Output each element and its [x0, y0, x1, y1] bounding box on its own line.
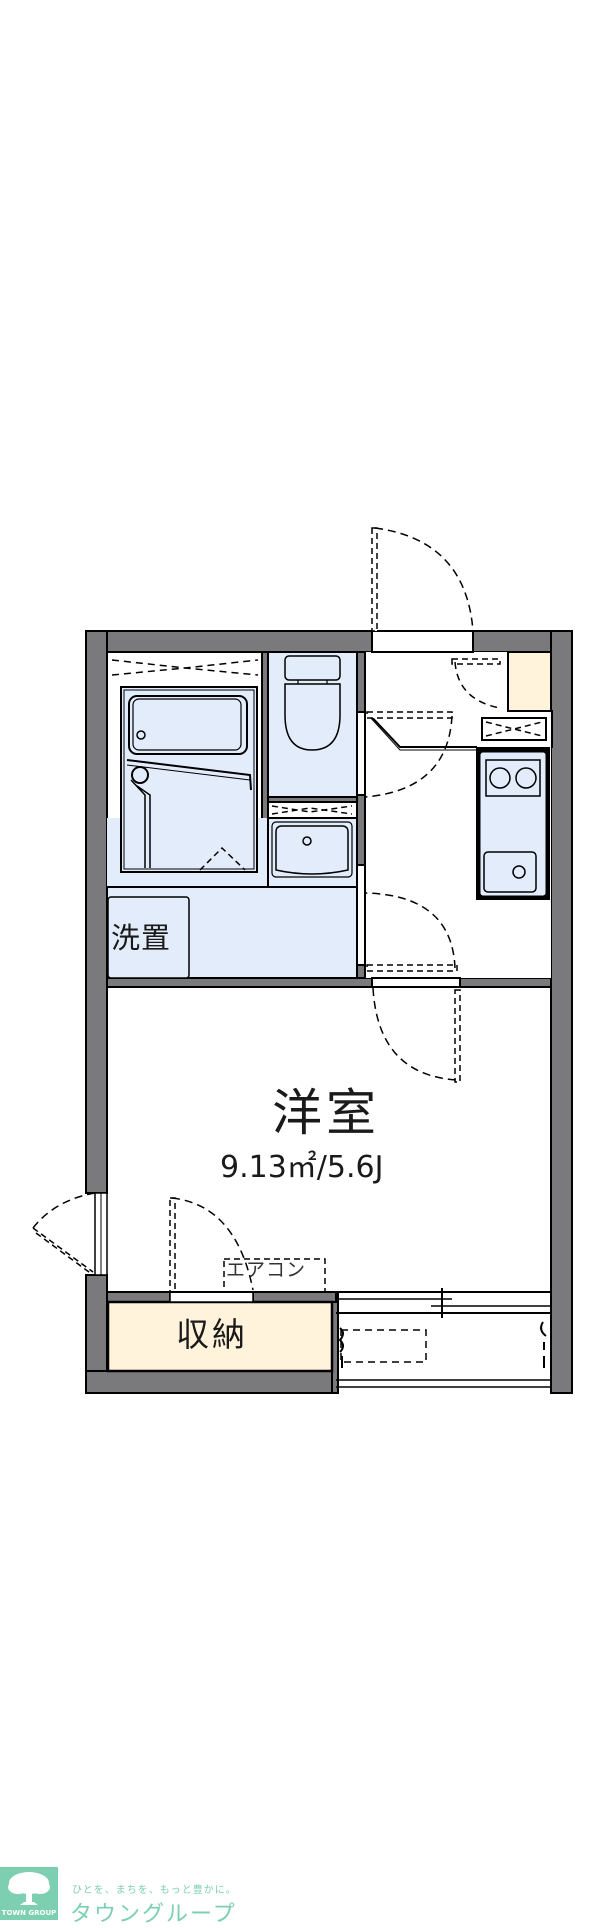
room-door[interactable]: [454, 989, 461, 1083]
shoe-closet: [507, 651, 552, 712]
main-room-size: 9.13㎡/5.6J: [220, 1150, 384, 1185]
company-logo: TOWN GROUP ひとを、まちを、もっと豊かに。 タウングループ: [0, 1867, 300, 1927]
stove: [485, 759, 541, 797]
main-room-label: 洋室: [272, 1084, 380, 1142]
storage-door[interactable]: [169, 1197, 176, 1293]
fridge-space: [481, 717, 547, 741]
kitchen-sink: [483, 851, 537, 893]
tree-logo-mark: TOWN GROUP: [0, 1867, 58, 1920]
logo-company-name: タウングループ: [70, 1902, 237, 1927]
air-conditioner-label: エアコン: [226, 1259, 307, 1281]
logo-mark-text: TOWN GROUP: [1, 1909, 57, 1917]
tree-icon: [8, 1872, 50, 1905]
entrance-door[interactable]: [371, 527, 378, 632]
ac-outdoor-unit: [340, 1329, 427, 1363]
storage-label: 収納: [176, 1315, 248, 1354]
burner-right: [515, 767, 537, 789]
air-conditioner: [223, 1258, 326, 1293]
burner-left: [489, 767, 511, 789]
balcony-window[interactable]: [336, 1288, 551, 1388]
logo-tagline: ひとを、まちを、もっと豊かに。: [72, 1885, 237, 1896]
washer-space: [107, 896, 190, 979]
washer-space-label: 洗置: [111, 921, 172, 955]
